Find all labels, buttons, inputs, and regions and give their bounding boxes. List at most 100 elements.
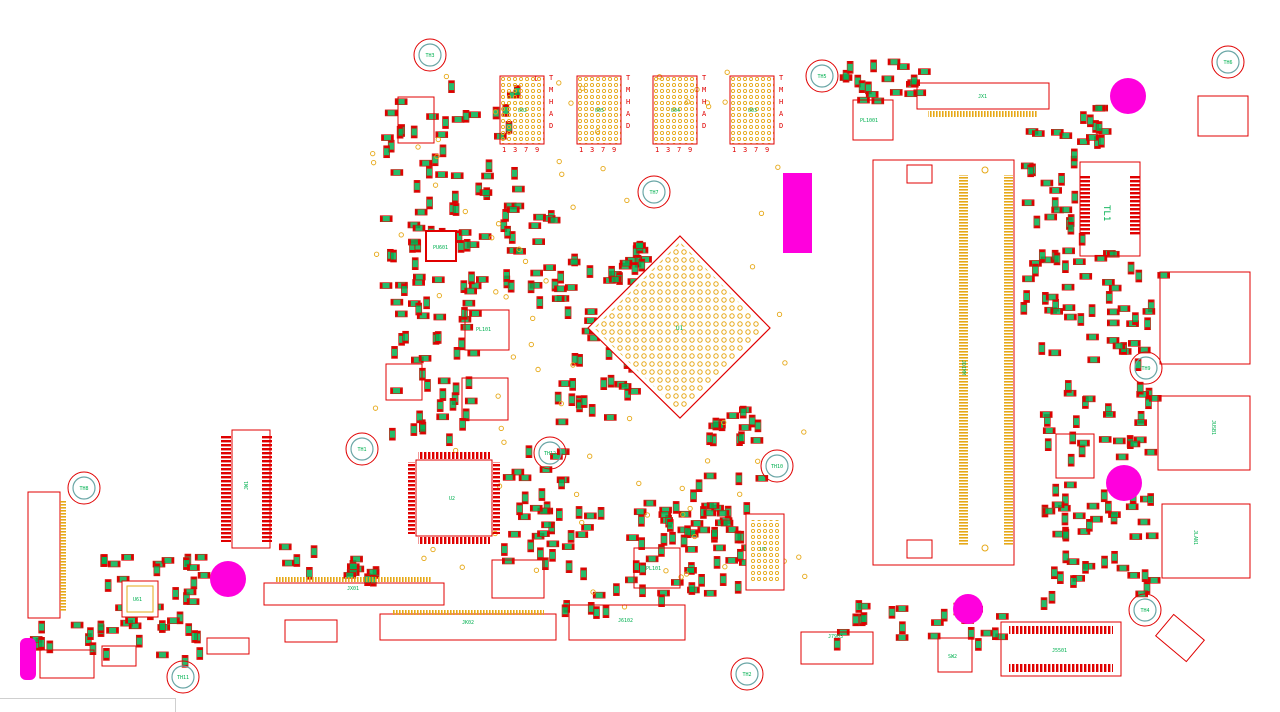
smd-part: [1082, 395, 1096, 403]
smd-part: [607, 374, 615, 388]
smd-part: [1134, 436, 1147, 444]
connector-label: J7903: [828, 634, 843, 640]
chip-pin-number: 3: [743, 146, 747, 154]
smd-part: [390, 169, 404, 176]
smd-part: [865, 91, 879, 98]
smd-part: [1134, 419, 1147, 426]
smd-part: [1145, 396, 1152, 410]
mounting-hole-label: TH1: [357, 447, 366, 453]
smd-part: [186, 598, 200, 605]
connector-left: JW1: [221, 429, 272, 549]
via: [421, 555, 427, 561]
smd-part: [501, 543, 508, 556]
smd-part: [739, 405, 747, 419]
port-label: JUSB1: [1210, 420, 1216, 435]
smd-part: [485, 159, 493, 173]
smd-part: [1157, 271, 1170, 279]
smd-part: [1071, 190, 1079, 204]
smd-part: [1113, 437, 1126, 445]
inductor-group: PL1001 PL101 PL101: [385, 96, 1095, 599]
smd-part: [70, 621, 84, 629]
ic-label: U61: [133, 597, 142, 603]
smd-part: [698, 574, 705, 587]
smd-part: [581, 524, 594, 531]
smd-part: [633, 242, 646, 249]
smd-part: [931, 619, 944, 626]
smd-part: [1042, 507, 1056, 515]
smd-part: [561, 604, 569, 618]
smd-part: [1127, 440, 1141, 448]
mounting-hole: TH10: [760, 449, 794, 483]
smd-part: [395, 310, 408, 318]
via: [704, 458, 711, 464]
marker-group: [20, 78, 1146, 680]
smd-part: [897, 63, 910, 70]
smd-part: [631, 262, 639, 275]
smd-part: [833, 637, 841, 651]
smd-part: [1149, 395, 1162, 402]
smd-part: [159, 620, 166, 633]
smd-part: [672, 501, 680, 514]
smd-part: [527, 539, 535, 553]
chip-row-letter: H: [702, 98, 706, 106]
chip-row-letter: D: [779, 122, 783, 130]
smd-part: [1078, 444, 1086, 458]
smd-part: [1062, 550, 1070, 564]
connector-label: JX01: [347, 586, 359, 592]
smd-part: [101, 554, 108, 567]
smd-part: [726, 412, 740, 419]
smd-part: [1128, 340, 1141, 347]
smd-part: [588, 404, 596, 417]
port-label: JLAN1: [1192, 530, 1198, 545]
smd-part: [541, 521, 554, 529]
marker-rect: [783, 173, 812, 253]
smd-part: [1077, 313, 1085, 326]
smd-part: [436, 399, 444, 412]
smd-part: [448, 80, 455, 93]
smd-part: [975, 638, 982, 651]
via: [556, 158, 562, 165]
smd-part: [584, 308, 598, 315]
smd-part: [645, 555, 659, 563]
chip-pin-number: 1: [502, 146, 506, 154]
smd-part: [461, 307, 468, 320]
mounting-hole-label: TH9: [1141, 366, 1150, 372]
smd-part: [1105, 500, 1112, 514]
smd-part: [918, 68, 931, 75]
smd-part: [658, 544, 665, 557]
chip-row-letter: A: [702, 110, 707, 118]
smd-part: [468, 111, 481, 119]
smd-part: [706, 432, 713, 446]
smd-part: [1048, 590, 1056, 604]
via: [678, 574, 684, 580]
via: [570, 204, 576, 210]
smd-part: [451, 116, 465, 123]
smd-part: [1058, 173, 1065, 186]
chip-pin-number: 9: [765, 146, 769, 154]
marker-dot: [210, 561, 246, 597]
smd-part: [910, 74, 918, 88]
mounting-hole: TH1: [345, 432, 379, 466]
smd-part: [1142, 308, 1156, 315]
smd-part: [1067, 221, 1075, 235]
smd-part: [1094, 254, 1108, 262]
memory-chip: U03: [729, 75, 775, 145]
smd-part: [425, 165, 433, 179]
via: [704, 100, 710, 106]
smd-part: [1106, 319, 1120, 327]
smd-part: [518, 474, 532, 482]
mounting-hole-label: TH2: [742, 672, 751, 678]
smd-part: [703, 589, 717, 597]
smd-part: [913, 89, 927, 97]
mounting-hole-label: TH3: [425, 53, 434, 59]
smd-part: [584, 512, 597, 520]
chip-row-letter: D: [702, 122, 706, 130]
smd-part: [1077, 138, 1090, 145]
dimm-slot: JDIMM: [872, 159, 1015, 566]
pmic: PU601: [425, 230, 457, 262]
memory-chip: U02 1: [499, 74, 545, 145]
smd-part: [1108, 284, 1122, 292]
smd-part: [401, 283, 408, 296]
smd-part: [437, 377, 451, 385]
chip-row-letter: H: [549, 98, 553, 106]
